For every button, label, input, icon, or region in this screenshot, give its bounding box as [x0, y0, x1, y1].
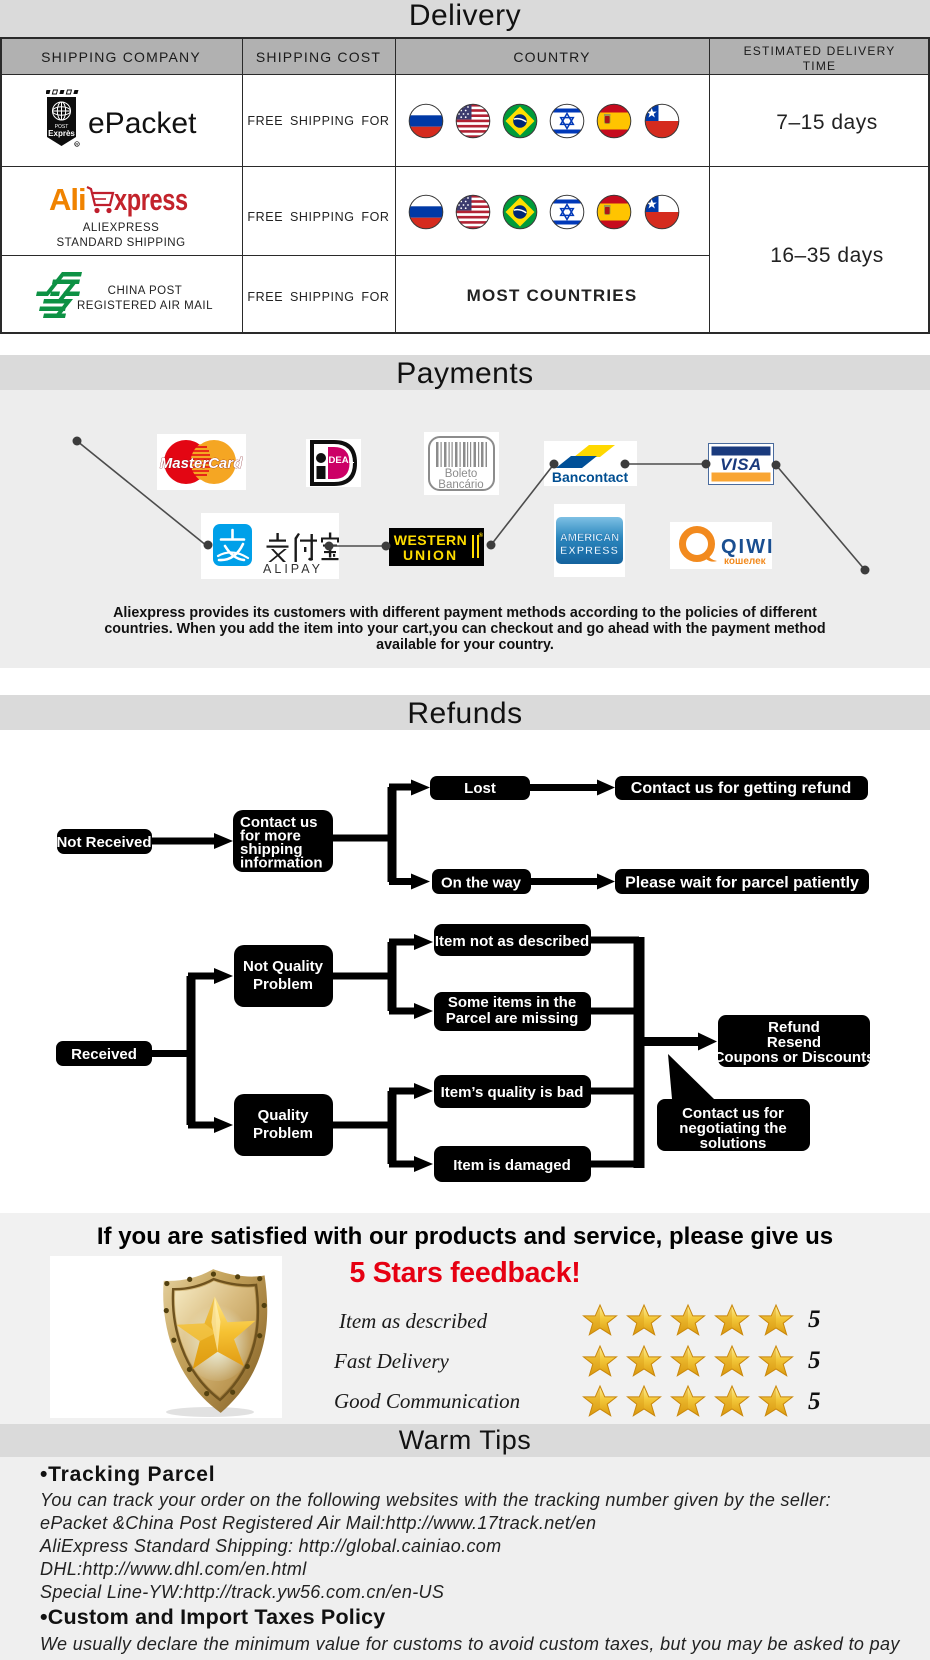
svg-text:QIWI: QIWI — [721, 536, 772, 558]
svg-text:R: R — [75, 142, 79, 147]
svg-text:POST: POST — [55, 124, 69, 130]
svg-text:AMERICAN: AMERICAN — [560, 532, 619, 544]
svg-text:Bancário: Bancário — [438, 479, 483, 491]
svg-text:negotiating the: negotiating the — [679, 1120, 787, 1137]
svg-text:Refund: Refund — [768, 1019, 820, 1036]
svg-text:Exprès: Exprès — [48, 129, 75, 138]
svg-text:Item’s quality is bad: Item’s quality is bad — [441, 1084, 584, 1101]
svg-text:Resend: Resend — [767, 1034, 821, 1051]
svg-text:Bancontact: Bancontact — [552, 469, 629, 485]
svg-text:information: information — [240, 855, 323, 872]
svg-text:Not Quality: Not Quality — [243, 958, 324, 975]
svg-text:EXPRESS: EXPRESS — [560, 545, 619, 557]
svg-text:shipping: shipping — [240, 841, 303, 858]
svg-text:On the way: On the way — [441, 875, 522, 892]
svg-text:Not Received: Not Received — [56, 834, 151, 851]
svg-text:кошелек: кошелек — [724, 556, 767, 567]
svg-text:Contact us: Contact us — [240, 814, 318, 831]
svg-text:Contact us for getting refund: Contact us for getting refund — [631, 780, 851, 797]
svg-text:DEAL: DEAL — [329, 455, 355, 466]
svg-text:solutions: solutions — [700, 1135, 767, 1152]
svg-text:Received: Received — [71, 1046, 137, 1063]
svg-text:MasterCard: MasterCard — [160, 455, 243, 472]
svg-text:Item is damaged: Item is damaged — [453, 1157, 571, 1174]
svg-text:Contact us for: Contact us for — [682, 1105, 784, 1122]
svg-text:Item not as described: Item not as described — [435, 933, 589, 950]
svg-text:for more: for more — [240, 828, 301, 845]
svg-text:ALIPAY: ALIPAY — [263, 562, 323, 576]
svg-text:Quality: Quality — [258, 1107, 310, 1124]
svg-text:Some items in the: Some items in the — [448, 994, 576, 1011]
svg-text:Parcel are missing: Parcel are missing — [446, 1010, 579, 1027]
svg-text:Problem: Problem — [253, 976, 313, 993]
svg-text:Lost: Lost — [464, 780, 496, 797]
svg-text:Problem: Problem — [253, 1125, 313, 1142]
svg-text:Boleto: Boleto — [445, 468, 478, 480]
svg-text:Coupons or Discounts: Coupons or Discounts — [714, 1049, 875, 1066]
svg-text:VISA: VISA — [720, 455, 762, 474]
svg-text:Please wait for parcel patient: Please wait for parcel patiently — [625, 875, 859, 892]
